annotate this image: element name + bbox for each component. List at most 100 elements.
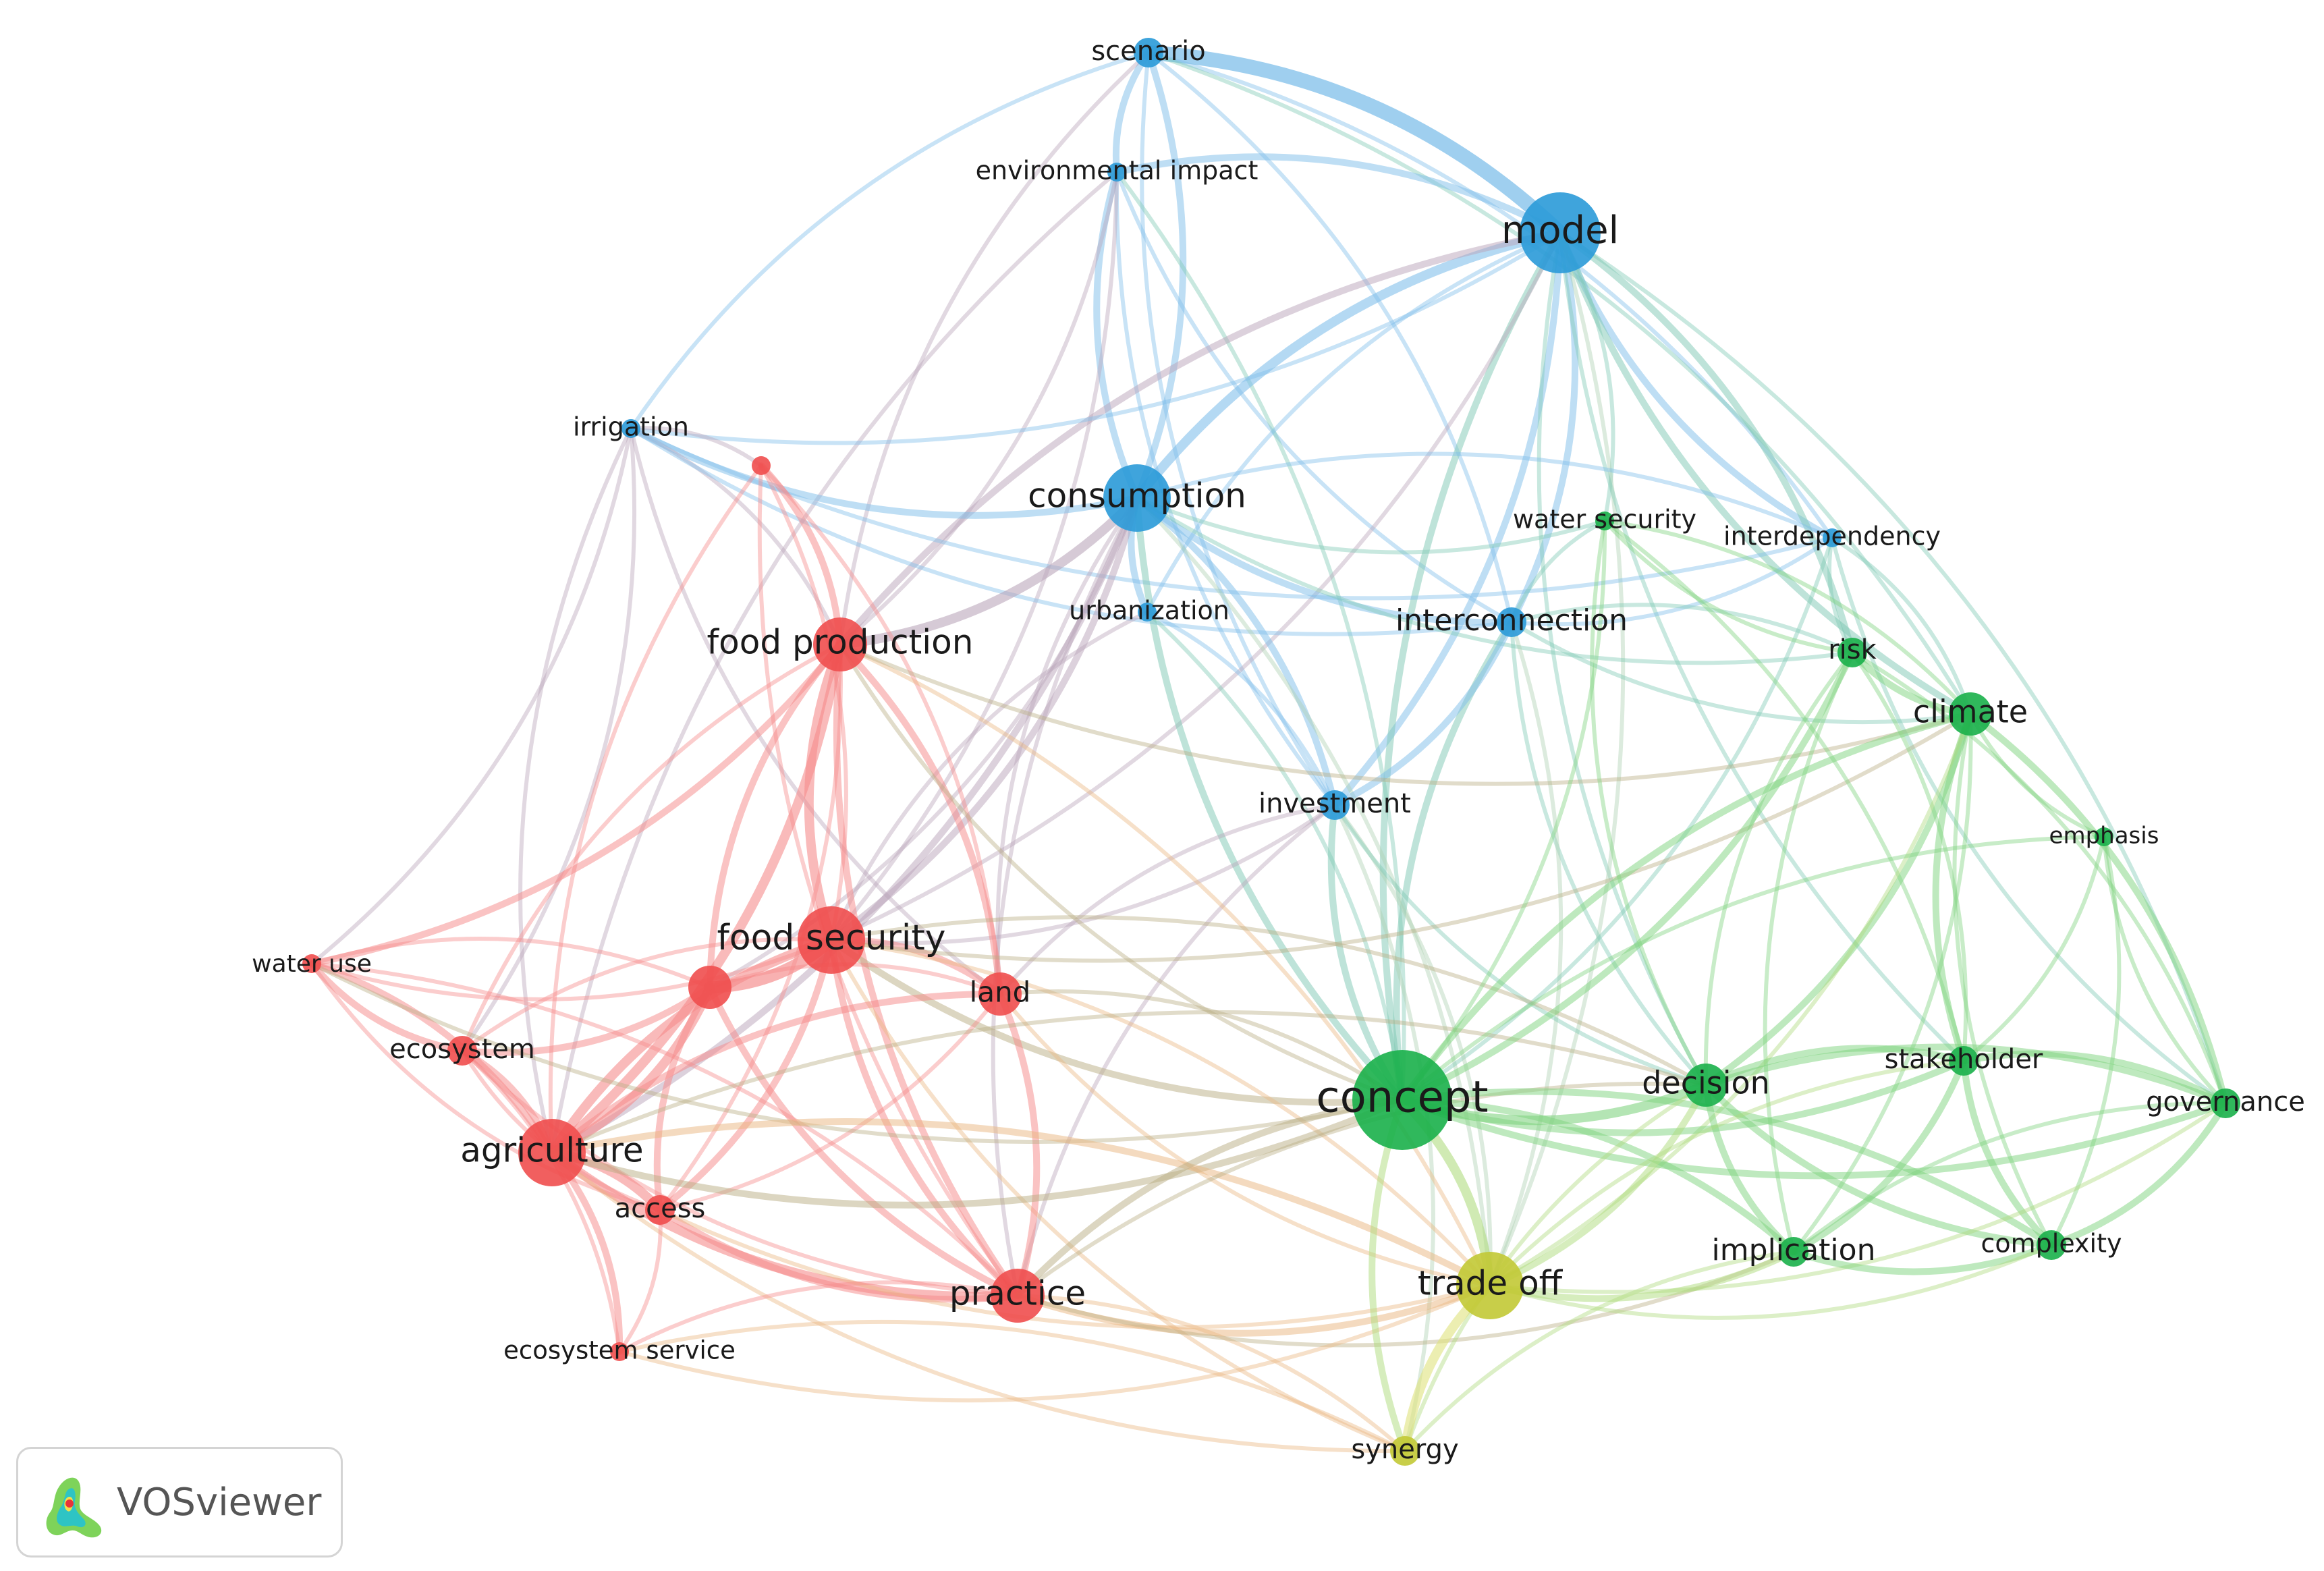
link-food_security-climate — [829, 712, 1972, 963]
link-red_unlabeled_top-practice — [757, 464, 1020, 1298]
node-investment[interactable] — [1320, 790, 1350, 820]
label-investment: investment — [1258, 788, 1411, 819]
node-practice[interactable] — [991, 1269, 1045, 1323]
link-ecosystem-practice — [460, 1049, 1020, 1298]
link-scenario-food_production — [838, 51, 1151, 646]
node-interdependency[interactable] — [1823, 528, 1842, 547]
link-climate-emphasis — [1968, 712, 2106, 839]
link-investment-trade_off — [1333, 803, 1493, 1288]
link-food_production-water_use — [308, 641, 843, 967]
node-food_security[interactable] — [798, 906, 865, 974]
link-red_unlabeled_mid-water_use — [310, 937, 712, 989]
link-interdependency-climate — [1830, 536, 1972, 716]
link-model-interconnection — [1508, 229, 1579, 626]
link-scenario-investment — [1140, 51, 1337, 807]
link-consumption-land — [995, 496, 1139, 996]
label-risk: risk — [1828, 634, 1877, 665]
label-ecosystem_service: ecosystem service — [503, 1336, 736, 1365]
label-scenario: scenario — [1091, 36, 1205, 67]
link-consumption-red_unlabeled_mid — [708, 496, 1139, 989]
node-agriculture[interactable] — [518, 1119, 586, 1186]
link-consumption-food_production — [835, 493, 1142, 649]
link-food_production-agriculture — [547, 640, 845, 1157]
link-emphasis-stakeholder — [1962, 835, 2106, 1063]
node-climate[interactable] — [1949, 692, 1992, 736]
link-agriculture-synergy — [550, 1151, 1407, 1454]
node-environmental_impact[interactable] — [1107, 163, 1126, 182]
node-stakeholder[interactable] — [1949, 1046, 1979, 1076]
link-land-access — [658, 992, 1002, 1212]
link-model-water_security — [1558, 231, 1615, 523]
node-irrigation[interactable] — [621, 419, 640, 438]
link-governance-implication — [1792, 1101, 2228, 1254]
link-climate-stakeholder — [1932, 711, 1974, 1064]
node-access[interactable] — [645, 1195, 675, 1225]
link-stakeholder-trade_off — [1488, 1059, 1966, 1288]
link-stakeholder-complexity — [1960, 1057, 2055, 1248]
node-trade_off[interactable] — [1456, 1252, 1524, 1319]
label-agriculture: agriculture — [460, 1131, 643, 1170]
link-practice-trade_off — [1014, 1282, 1493, 1337]
label-stakeholder: stakeholder — [1885, 1044, 2043, 1075]
node-water_security[interactable] — [1595, 512, 1614, 530]
node-consumption[interactable] — [1103, 464, 1171, 532]
node-ecosystem[interactable] — [447, 1036, 477, 1066]
link-red_unlabeled_mid-ecosystem — [459, 984, 713, 1056]
link-water_use-concept — [310, 962, 1404, 1144]
link-food_security-ecosystem — [460, 937, 833, 1053]
link-scenario-model — [1141, 45, 1568, 240]
node-decision[interactable] — [1684, 1064, 1727, 1107]
link-environmental_impact-food_production — [838, 170, 1119, 646]
link-red_unlabeled_top-agriculture — [548, 464, 763, 1155]
node-red_unlabeled_mid[interactable] — [688, 966, 731, 1009]
link-model-climate — [1557, 229, 1974, 717]
link-stakeholder-governance — [1960, 1050, 2229, 1107]
node-water_use[interactable] — [302, 954, 321, 973]
link-interconnection-decision — [1510, 620, 1708, 1087]
link-model-food_production — [837, 229, 1564, 648]
link-food_security-trade_off — [829, 938, 1492, 1288]
link-investment-land — [998, 803, 1337, 996]
link-agriculture-concept — [549, 1097, 1406, 1209]
label-practice: practice — [949, 1274, 1086, 1313]
node-red_unlabeled_top[interactable] — [752, 456, 771, 475]
node-scenario[interactable] — [1134, 38, 1163, 67]
node-synergy[interactable] — [1390, 1436, 1420, 1466]
link-urbanization-food_security — [829, 610, 1149, 942]
vosviewer-logo-icon — [46, 1477, 102, 1538]
label-interdependency: interdependency — [1723, 522, 1941, 551]
node-emphasis[interactable] — [2095, 827, 2113, 846]
link-water_use-ecosystem — [308, 960, 466, 1054]
node-ecosystem_service[interactable] — [610, 1342, 629, 1361]
link-irrigation-food_production — [629, 426, 842, 646]
link-concept-implication — [1399, 1097, 1797, 1255]
label-decision: decision — [1642, 1065, 1770, 1101]
link-model-stakeholder — [1558, 231, 1966, 1063]
link-risk-concept — [1399, 649, 1856, 1103]
node-land[interactable] — [978, 972, 1022, 1016]
link-scenario-consumption — [1134, 49, 1187, 501]
link-scenario-environmental_impact — [1112, 49, 1152, 175]
label-water_use: water use — [252, 950, 372, 978]
link-access-ecosystem_service — [617, 1208, 663, 1354]
link-environmental_impact-agriculture — [550, 170, 1119, 1155]
link-urbanization-concept — [1145, 610, 1404, 1102]
node-model[interactable] — [1520, 192, 1601, 273]
link-ecosystem_service-trade_off — [617, 1284, 1492, 1403]
link-irrigation-interconnection — [629, 426, 1514, 636]
link-concept-governance — [1399, 1097, 2229, 1180]
node-complexity[interactable] — [2037, 1230, 2066, 1260]
node-governance[interactable] — [2211, 1088, 2240, 1118]
label-water_security: water security — [1513, 505, 1696, 534]
node-interconnection[interactable] — [1497, 607, 1526, 637]
link-investment-practice — [1016, 803, 1337, 1298]
node-risk[interactable] — [1837, 638, 1867, 667]
link-concept-stakeholder — [1399, 1057, 1967, 1136]
node-concept[interactable] — [1352, 1050, 1452, 1150]
node-implication[interactable] — [1779, 1237, 1808, 1267]
link-irrigation-water_use — [310, 426, 633, 966]
node-urbanization[interactable] — [1138, 603, 1157, 622]
node-food_production[interactable] — [813, 617, 867, 671]
label-food_production: food production — [707, 623, 974, 662]
